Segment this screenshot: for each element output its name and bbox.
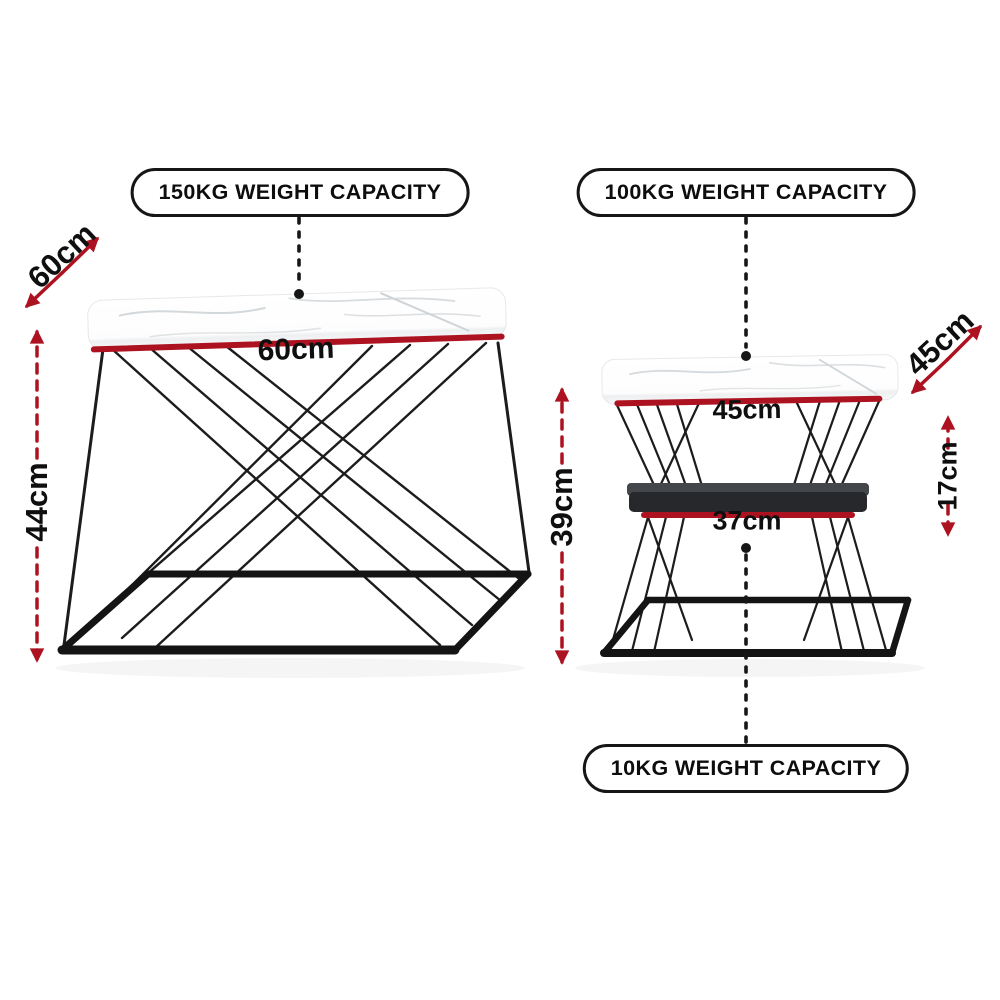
depth-dimension-arrow-60cm [24, 236, 100, 309]
left-height-label: 44cm [19, 462, 54, 542]
right-table-marble-veins [628, 358, 886, 395]
badge-connectors [297, 216, 748, 744]
right-table-upper-legs [614, 397, 882, 488]
badge-connector-dots [294, 289, 751, 553]
right-shelf-weight-capacity-badge: 10KG WEIGHT CAPACITY [582, 744, 910, 793]
right-gap-label: 17cm [932, 441, 963, 511]
right-shelf-width-label: 37cm [712, 505, 782, 536]
right-top-weight-capacity-badge: 100KG WEIGHT CAPACITY [576, 168, 916, 217]
right-width-label: 45cm [712, 393, 782, 426]
left-table-marble-veins [118, 292, 481, 338]
left-table-base-frame [57, 570, 532, 655]
right-height-label: 39cm [544, 467, 579, 547]
right-table-top [601, 354, 899, 407]
ground-shadows [55, 658, 925, 678]
shelf-width-dimension-bar [641, 512, 855, 518]
left-table-top [87, 287, 507, 353]
right-table-base-frame [600, 596, 912, 657]
left-width-dimension-bar [90, 333, 505, 353]
left-width-label: 60cm [257, 331, 335, 368]
right-table-lower-legs [608, 515, 888, 654]
right-width-dimension-bar [614, 395, 883, 407]
left-weight-capacity-badge: 150KG WEIGHT CAPACITY [130, 168, 470, 217]
left-table-legs [62, 341, 531, 650]
right-table-shelf [627, 483, 869, 518]
depth-dimension-arrow-45cm [910, 324, 983, 394]
